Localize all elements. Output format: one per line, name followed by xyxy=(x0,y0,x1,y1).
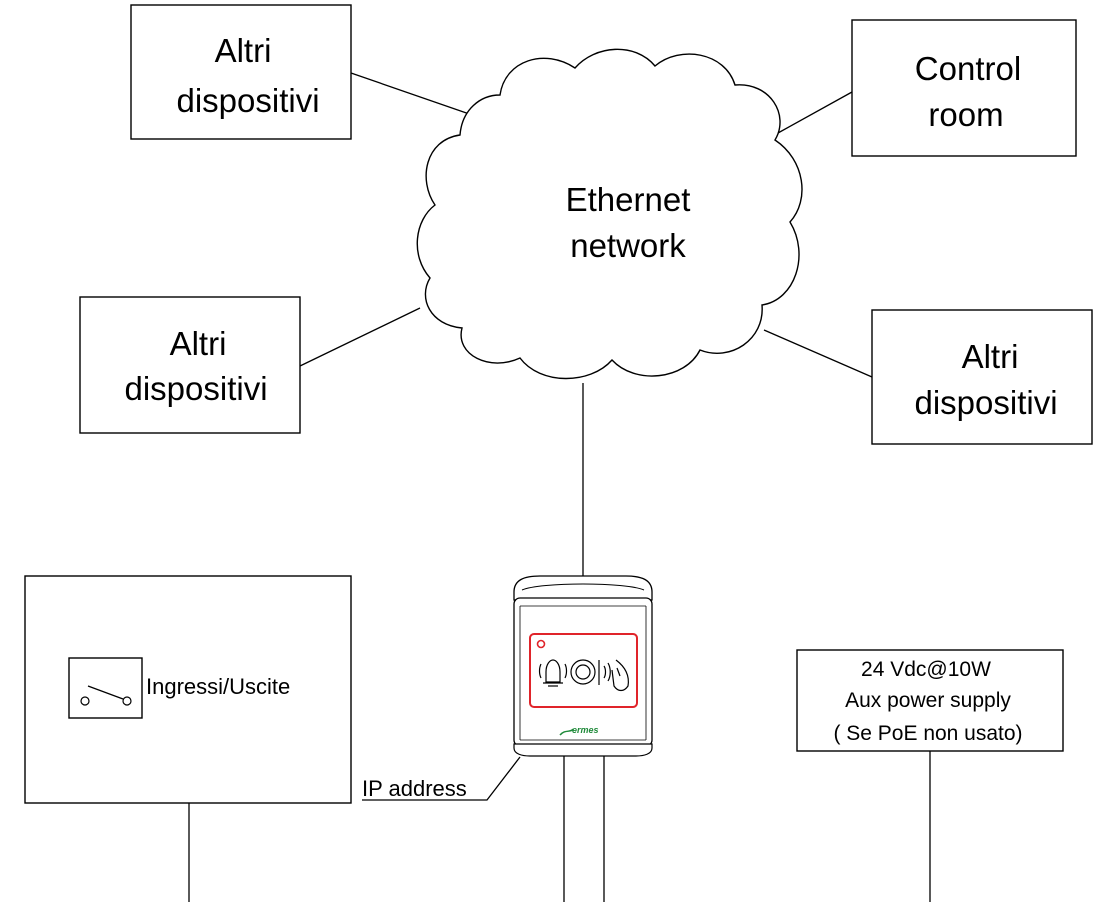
altri-top-left-line1: Altri xyxy=(215,32,272,69)
altri-dispositivi-mid-left: Altri dispositivi xyxy=(79,296,301,434)
ermes-device: ermes xyxy=(513,575,653,757)
power-supply-line3: ( Se PoE non usato) xyxy=(833,722,1022,745)
switch-contact-left xyxy=(80,696,90,706)
power-supply-line1: 24 Vdc@10W xyxy=(861,658,991,681)
io-panel-label: Ingressi/Uscite xyxy=(146,674,290,699)
control-room-box: Control room xyxy=(851,19,1077,157)
power-supply-line2: Aux power supply xyxy=(845,689,1011,712)
power-supply-box: 24 Vdc@10W Aux power supply ( Se PoE non… xyxy=(796,649,1064,752)
ip-address-leader xyxy=(362,756,521,801)
link-mid-left xyxy=(299,307,421,367)
io-panel: Ingressi/Uscite xyxy=(24,575,352,804)
switch-icon xyxy=(68,657,143,719)
link-mid-right xyxy=(763,329,873,378)
altri-mid-right-line2: dispositivi xyxy=(914,384,1057,421)
altri-mid-right-line1: Altri xyxy=(962,338,1019,375)
control-room-line1: Control xyxy=(915,50,1021,87)
altri-mid-left-line2: dispositivi xyxy=(124,370,267,407)
network-label-line1: Ethernet xyxy=(566,181,691,218)
control-room-line2: room xyxy=(928,96,1003,133)
connectors xyxy=(188,72,931,902)
switch-contact-right xyxy=(122,696,132,706)
proximity-hand-icon xyxy=(598,659,629,692)
link-control-room xyxy=(777,91,853,134)
device-bottom-cap xyxy=(513,743,653,757)
altri-top-left-line2: dispositivi xyxy=(176,82,319,119)
device-top-cap xyxy=(513,575,653,601)
led-icon xyxy=(536,639,546,649)
altri-dispositivi-top-left: Altri dispositivi xyxy=(130,4,352,140)
link-top-left xyxy=(350,72,479,118)
ip-address-label: IP address xyxy=(362,776,467,801)
bell-icon xyxy=(538,659,568,687)
ethernet-cloud xyxy=(416,48,803,380)
device-brand-logo: ermes xyxy=(572,725,599,735)
push-button-icon xyxy=(570,659,596,685)
altri-mid-left-line1: Altri xyxy=(170,325,227,362)
network-label-line2: network xyxy=(570,227,686,264)
switch-lever xyxy=(87,685,124,700)
altri-dispositivi-mid-right: Altri dispositivi xyxy=(871,309,1093,445)
device-front-panel xyxy=(529,633,638,708)
